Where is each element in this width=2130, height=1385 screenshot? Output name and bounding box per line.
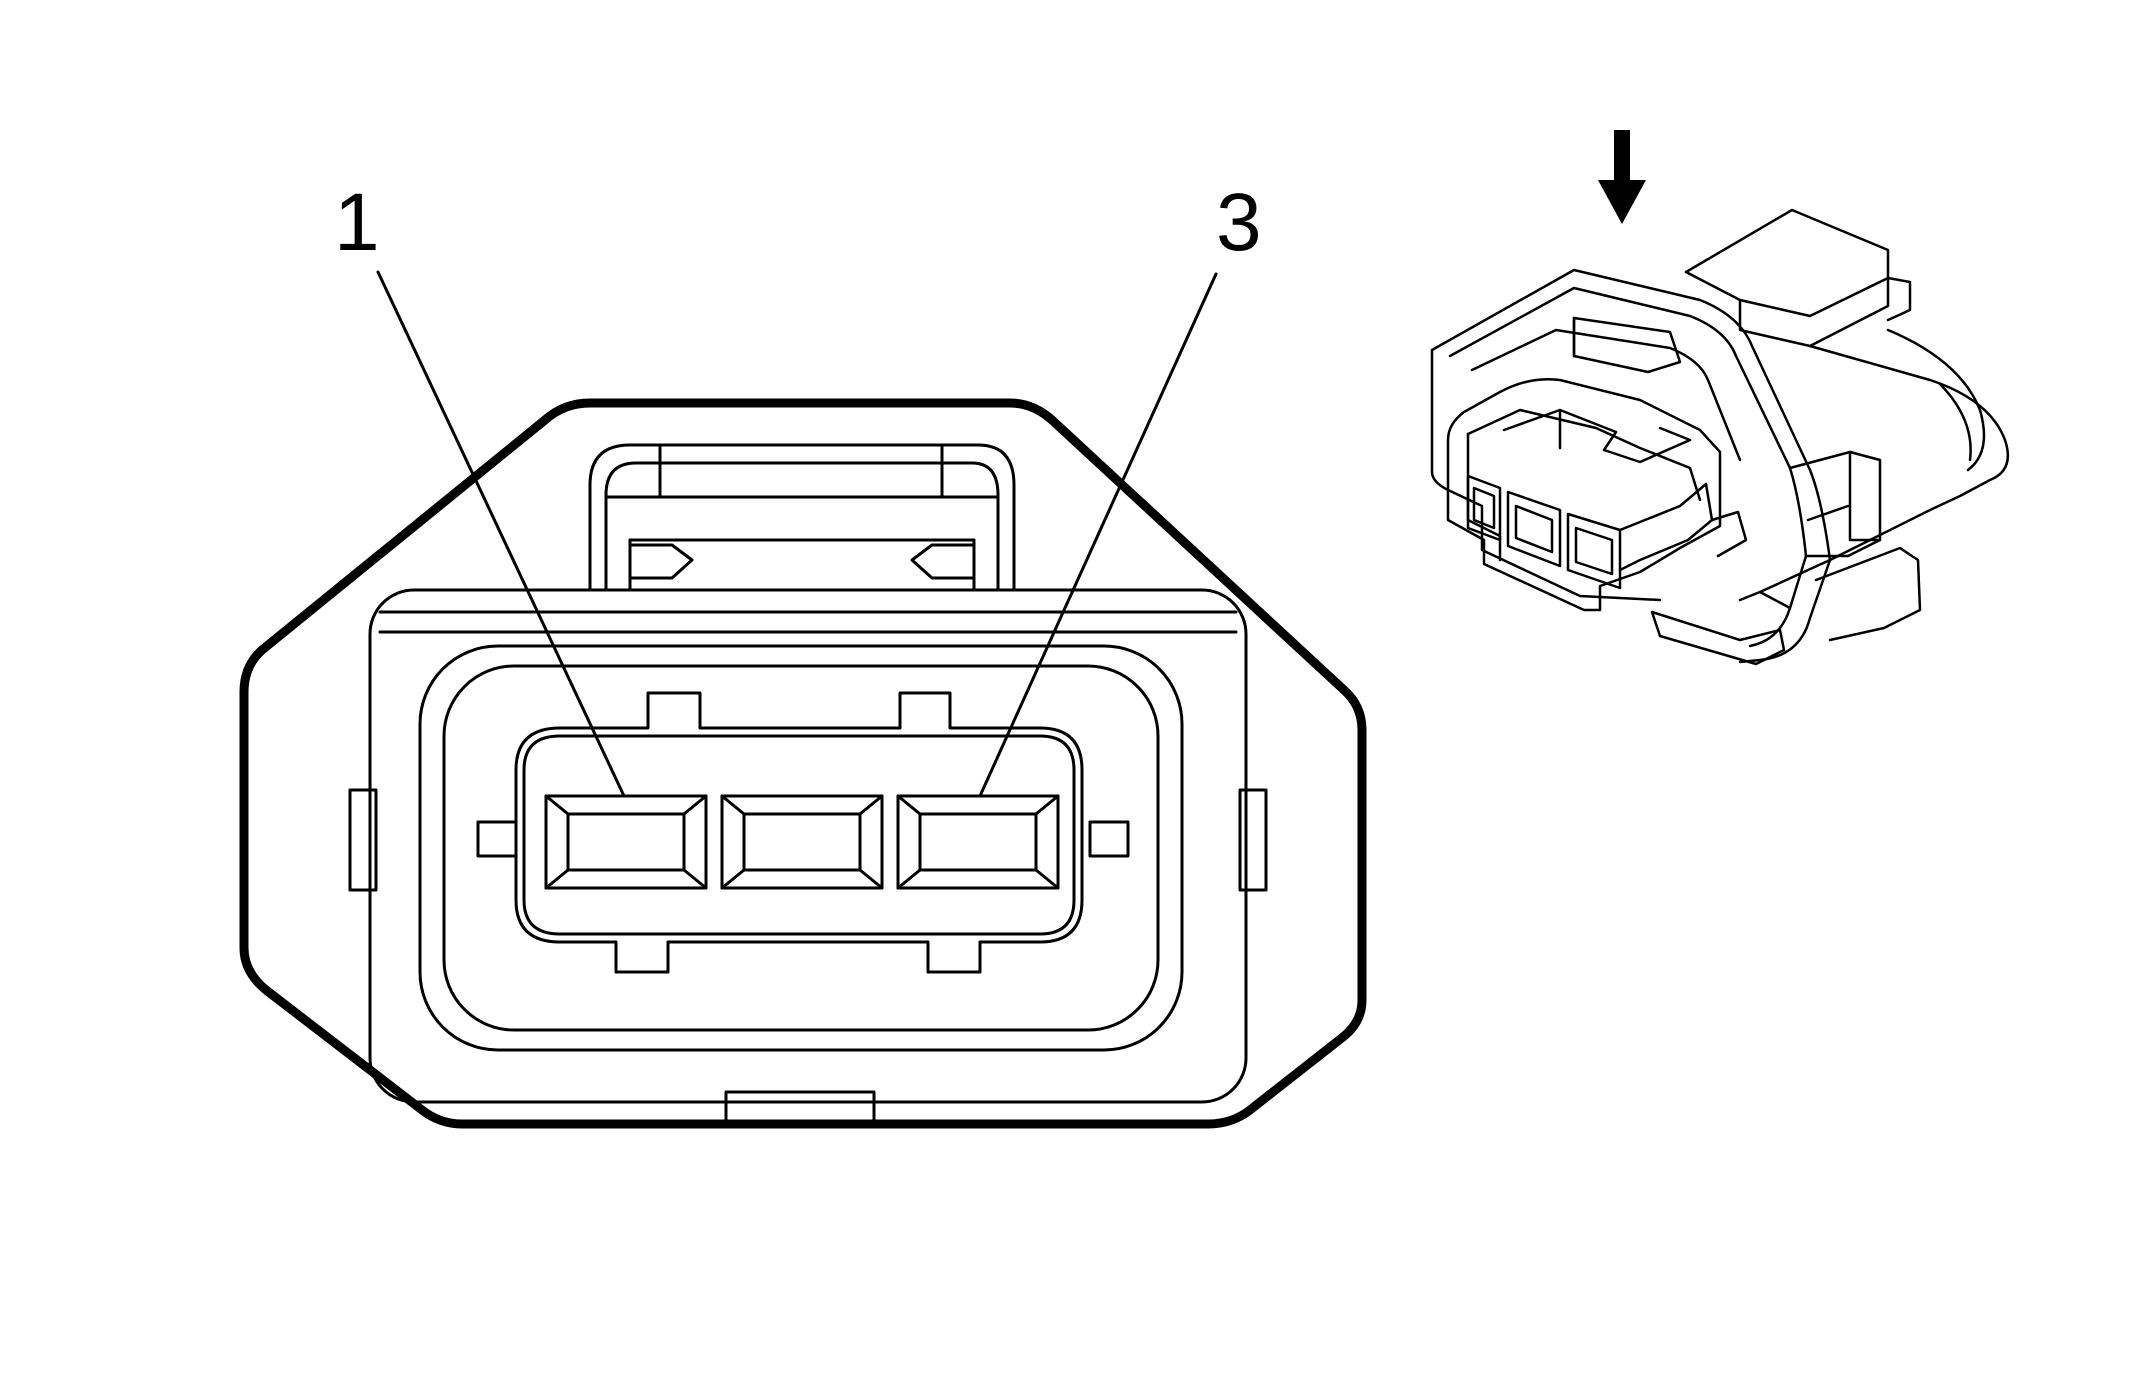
terminal-1: [544, 794, 708, 890]
shroud-inner: [442, 664, 1160, 1032]
terminal-3: [896, 794, 1060, 890]
nub-right: [1088, 820, 1130, 858]
nub-left: [476, 820, 518, 858]
connector-iso-view: [1430, 130, 2010, 666]
connector-front-view: [239, 270, 1367, 1129]
leader-line-pin-1: [376, 270, 626, 798]
side-tab-left: [348, 788, 378, 892]
iso-frame: [1430, 268, 1832, 664]
bottom-key: [724, 1090, 876, 1126]
cavity-block-inner: [522, 734, 1076, 936]
terminal-2: [720, 794, 884, 890]
leader-line-pin-3: [978, 272, 1218, 798]
shroud-outer: [418, 644, 1184, 1052]
latch: [588, 443, 1016, 592]
inner-body: [368, 588, 1248, 1104]
callout-label-pin-1: 1: [334, 177, 380, 268]
callout-label-pin-3: 3: [1216, 177, 1262, 268]
down-arrow-icon: [1598, 130, 1646, 224]
cavity-block: [514, 691, 1084, 974]
iso-rear-latch: [1684, 208, 1890, 318]
side-tab-right: [1238, 788, 1268, 892]
housing-outline: [239, 398, 1367, 1129]
iso-front-plug: [1446, 378, 1722, 612]
iso-cavities: [1466, 474, 1622, 590]
iso-rear-body: [1738, 344, 2010, 602]
